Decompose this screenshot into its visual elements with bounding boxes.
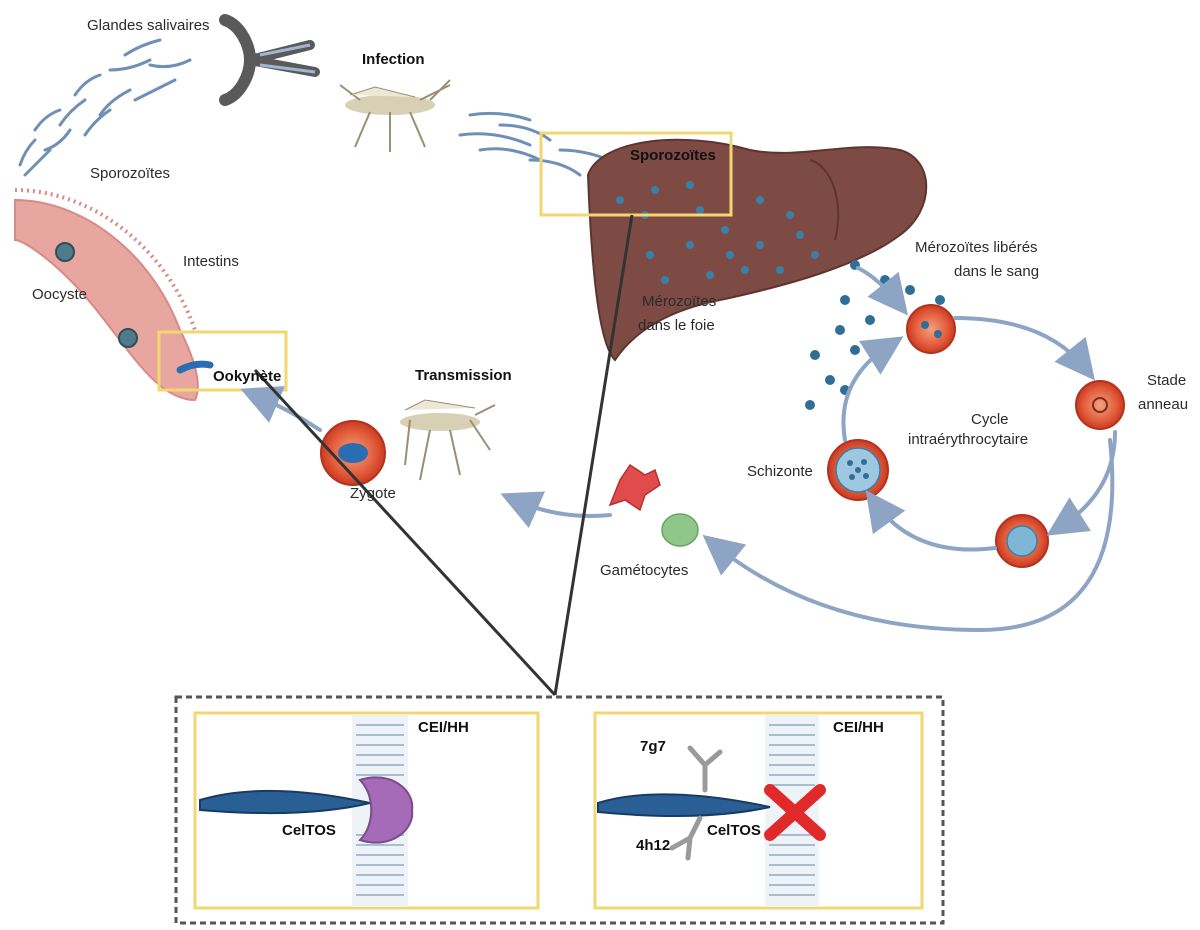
- label-ookynete: Ookynète: [213, 368, 281, 385]
- label-cycle-2: intraérythrocytaire: [908, 431, 1028, 448]
- ookynete-highlight-box: [157, 330, 288, 392]
- label-oocyste: Oocyste: [32, 286, 87, 303]
- inset-right-cell-label: CEI/HH: [833, 719, 884, 736]
- label-intestins: Intestins: [183, 253, 239, 270]
- label-zygote: Zygote: [350, 485, 396, 502]
- pointer-line-sporozoites: [553, 214, 634, 696]
- antibody-7g7-icon: [687, 745, 723, 793]
- rbc-schizont: [827, 439, 889, 501]
- cell-membrane-right: [765, 715, 819, 907]
- label-infection: Infection: [362, 51, 425, 68]
- merozoites-in-liver: [616, 181, 819, 284]
- gametocytes-icon: [608, 463, 699, 547]
- rbc-infected: [906, 304, 956, 354]
- rbc-ring-stage: [1075, 380, 1125, 430]
- mosquito-infection-icon: [339, 79, 451, 152]
- label-cycle-1: Cycle: [971, 411, 1009, 428]
- label-sporozoites-liver: Sporozoïtes: [630, 147, 716, 164]
- inset-left-cell-label: CEI/HH: [418, 719, 469, 736]
- salivary-gland-icon: [219, 14, 320, 106]
- rbc-trophozoite: [995, 514, 1049, 568]
- pointer-line-ookynete: [253, 368, 557, 697]
- inset-right-protein-label: CelTOS: [707, 822, 761, 839]
- label-merozoites-foie-2: dans le foie: [638, 317, 715, 334]
- inset-left-protein-label: CelTOS: [282, 822, 336, 839]
- label-merozoites-sang-1: Mérozoïtes libérés: [915, 239, 1038, 256]
- ookinete-right: [597, 793, 771, 818]
- mosquito-transmission-icon: [400, 399, 496, 481]
- sporozoites-stream-left: [18, 38, 192, 177]
- blocked-x-icon: [764, 784, 826, 841]
- label-schizonte: Schizonte: [747, 463, 813, 480]
- rbc-zygote: [320, 420, 386, 486]
- label-gametocytes: Gamétocytes: [600, 562, 688, 579]
- intestine: [14, 188, 214, 402]
- label-stade-2: anneau: [1138, 396, 1188, 413]
- label-transmission: Transmission: [415, 367, 512, 384]
- label-glandes: Glandes salivaires: [87, 17, 210, 34]
- sporozoites-highlight-box: [539, 131, 733, 217]
- receptor-protein-left: [358, 776, 414, 844]
- antibody-7g7-label: 7g7: [640, 738, 666, 755]
- antibody-4h12-label: 4h12: [636, 837, 670, 854]
- label-stade-1: Stade: [1147, 372, 1186, 389]
- lifecycle-arrows: [240, 266, 1117, 633]
- label-merozoites-sang-2: dans le sang: [954, 263, 1039, 280]
- label-merozoites-foie-1: Mérozoïtes: [642, 293, 716, 310]
- liver: [586, 138, 928, 362]
- antibody-4h12-icon: [669, 815, 703, 861]
- label-sporozoites-left: Sporozoïtes: [90, 165, 170, 182]
